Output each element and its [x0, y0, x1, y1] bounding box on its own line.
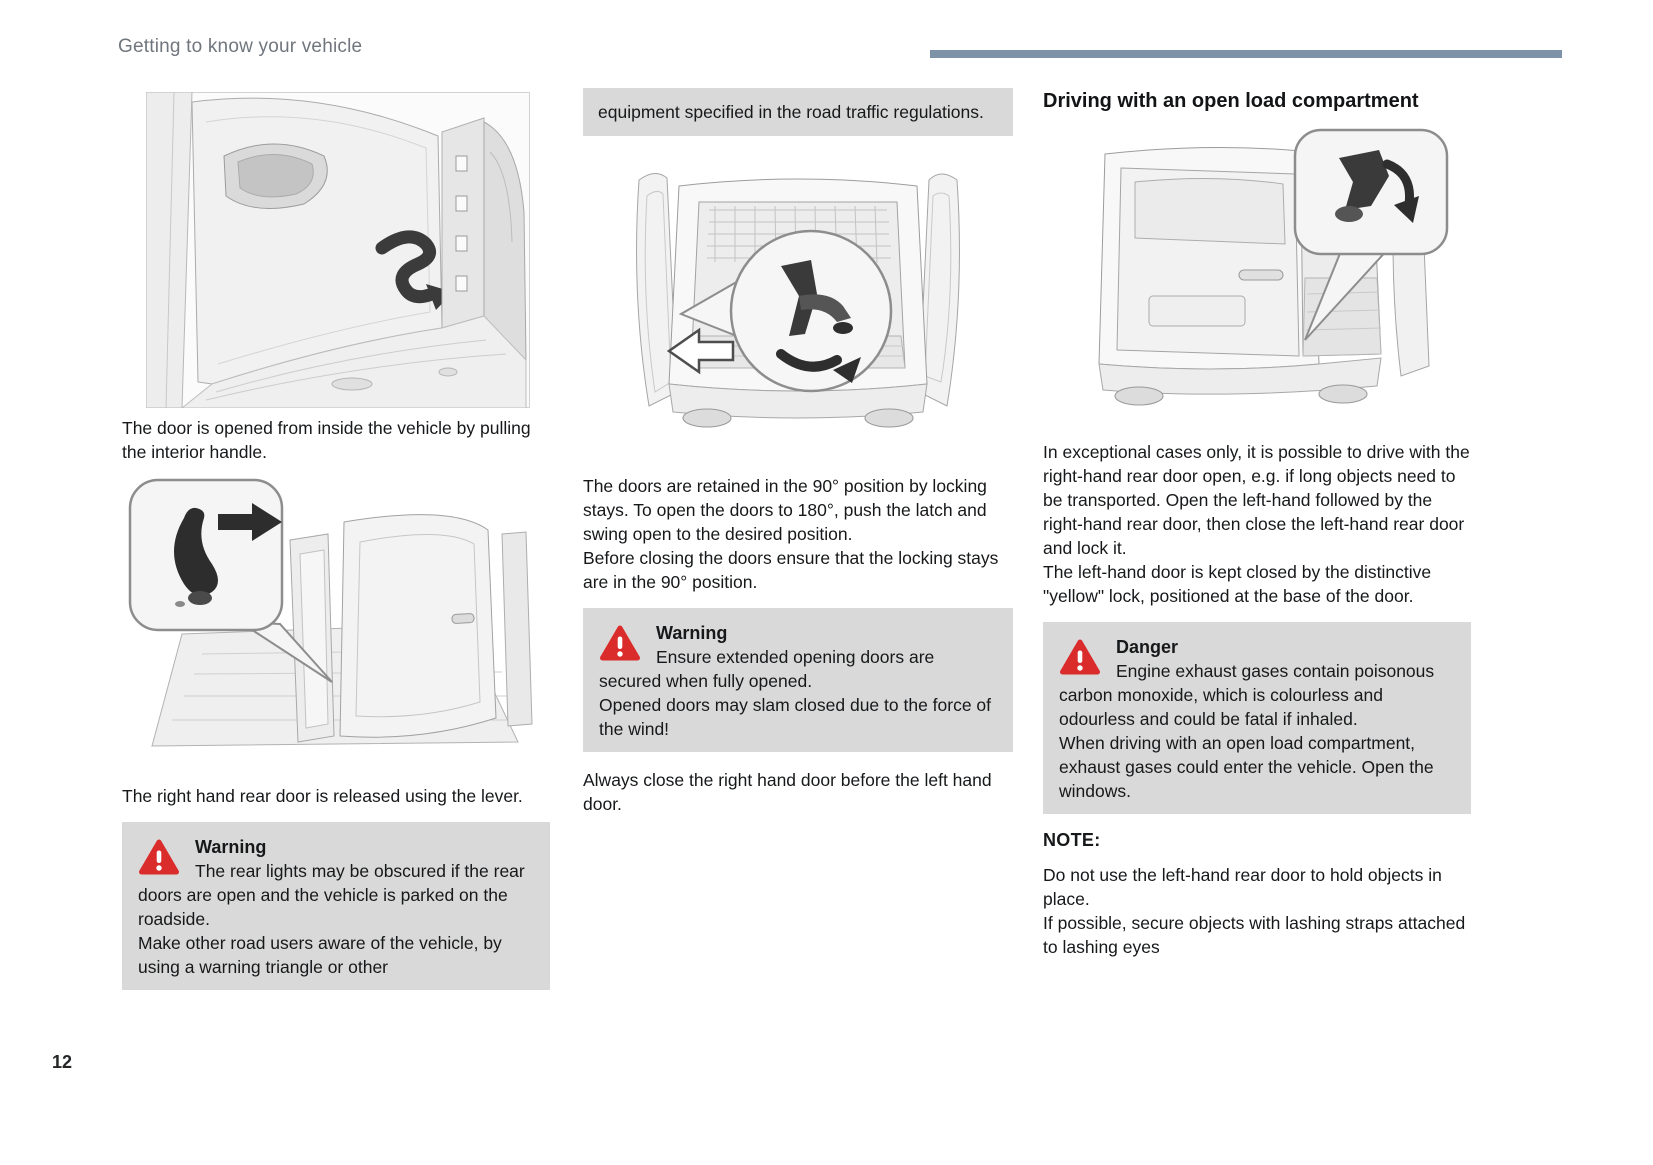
warning-box-extended-doors: Warning Ensure extended opening doors ar… [583, 608, 1013, 752]
van-open-load-illustration [1043, 128, 1471, 428]
paragraph-line: If possible, secure objects with lashing… [1043, 913, 1466, 957]
paragraph-line: Before closing the doors ensure that the… [583, 548, 999, 592]
close-order-paragraph: Always close the right hand door before … [583, 770, 992, 814]
caption-rear-door-lever: The right hand rear door is released usi… [122, 786, 523, 806]
note-heading: NOTE: [1043, 830, 1101, 850]
interior-door-illustration [145, 91, 550, 409]
open-load-paragraph: In exceptional cases only, it is possibl… [1043, 440, 1471, 608]
note-paragraph: Do not use the left-hand rear door to ho… [1043, 863, 1471, 959]
column-right: Driving with an open load compartment [1043, 88, 1471, 959]
accent-bar [930, 50, 1562, 58]
caption-interior-handle: The door is opened from inside the vehic… [122, 418, 531, 462]
section-header: Getting to know your vehicle [118, 36, 363, 57]
page-number: 12 [52, 1052, 73, 1072]
warning-icon [599, 624, 641, 662]
column-middle: equipment specified in the road traffic … [583, 88, 1013, 816]
warning-text: Make other road users aware of the vehic… [138, 933, 502, 977]
rear-door-lever-illustration [122, 474, 550, 774]
locking-stays-paragraph: The doors are retained in the 90° positi… [583, 474, 1013, 594]
warning-text: The rear lights may be obscured if the r… [138, 861, 525, 929]
warning-title: Warning [195, 837, 267, 857]
danger-text: Engine exhaust gases contain poisonous c… [1059, 661, 1435, 729]
paragraph-line: The left-hand door is kept closed by the… [1043, 562, 1432, 606]
paragraph-line: In exceptional cases only, it is possibl… [1043, 442, 1470, 558]
column-left: The door is opened from inside the vehic… [122, 88, 550, 990]
warning-text: Ensure extended opening doors are secure… [599, 647, 935, 691]
danger-text: When driving with an open load compartme… [1059, 733, 1434, 801]
paragraph-line: Do not use the left-hand rear door to ho… [1043, 865, 1442, 909]
danger-icon [1059, 638, 1101, 676]
danger-title: Danger [1116, 637, 1179, 657]
warning-continuation-box: equipment specified in the road traffic … [583, 88, 1013, 136]
warning-title: Warning [656, 623, 728, 643]
warning-box-rear-lights: Warning The rear lights may be obscured … [122, 822, 550, 990]
danger-box-exhaust: Danger Engine exhaust gases contain pois… [1043, 622, 1471, 814]
warning-text: Opened doors may slam closed due to the … [599, 695, 992, 739]
topic-heading: Driving with an open load compartment [1043, 90, 1419, 112]
paragraph-line: The doors are retained in the 90° positi… [583, 476, 987, 544]
van-open-doors-illustration [583, 146, 1013, 462]
warning-icon [138, 838, 180, 876]
